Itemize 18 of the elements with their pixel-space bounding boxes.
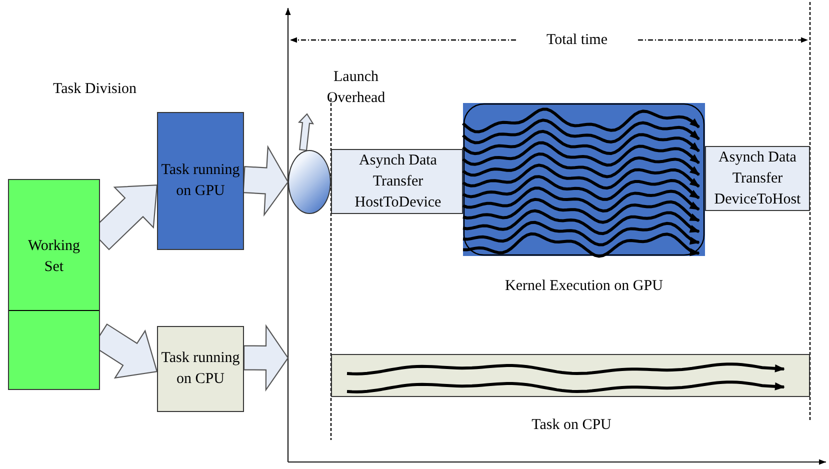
node-label: Asynch Data Transfer DeviceToHost [713,148,802,209]
transfer-box [331,149,463,214]
block-arrow [298,113,314,152]
transfer-box [705,146,810,211]
node-label: Task running on GPU [160,161,241,201]
node-label: Working Set [26,237,82,277]
caption-label: Launch Overhead [326,68,386,108]
caption-label: Kernel Execution on GPU [504,277,664,296]
block-arrow [243,324,289,392]
text-label: Task Division [53,80,138,99]
cpu-task-box [157,326,244,412]
block-arrow [242,145,289,217]
caption-label: Task on CPU [530,416,612,435]
node-label: Asynch Data Transfer HostToDevice [354,151,442,212]
working-set-box [8,179,100,390]
gpu-task-box [157,112,244,250]
node-label: Task running on CPU [160,349,241,389]
text-label: Total time [545,31,609,50]
